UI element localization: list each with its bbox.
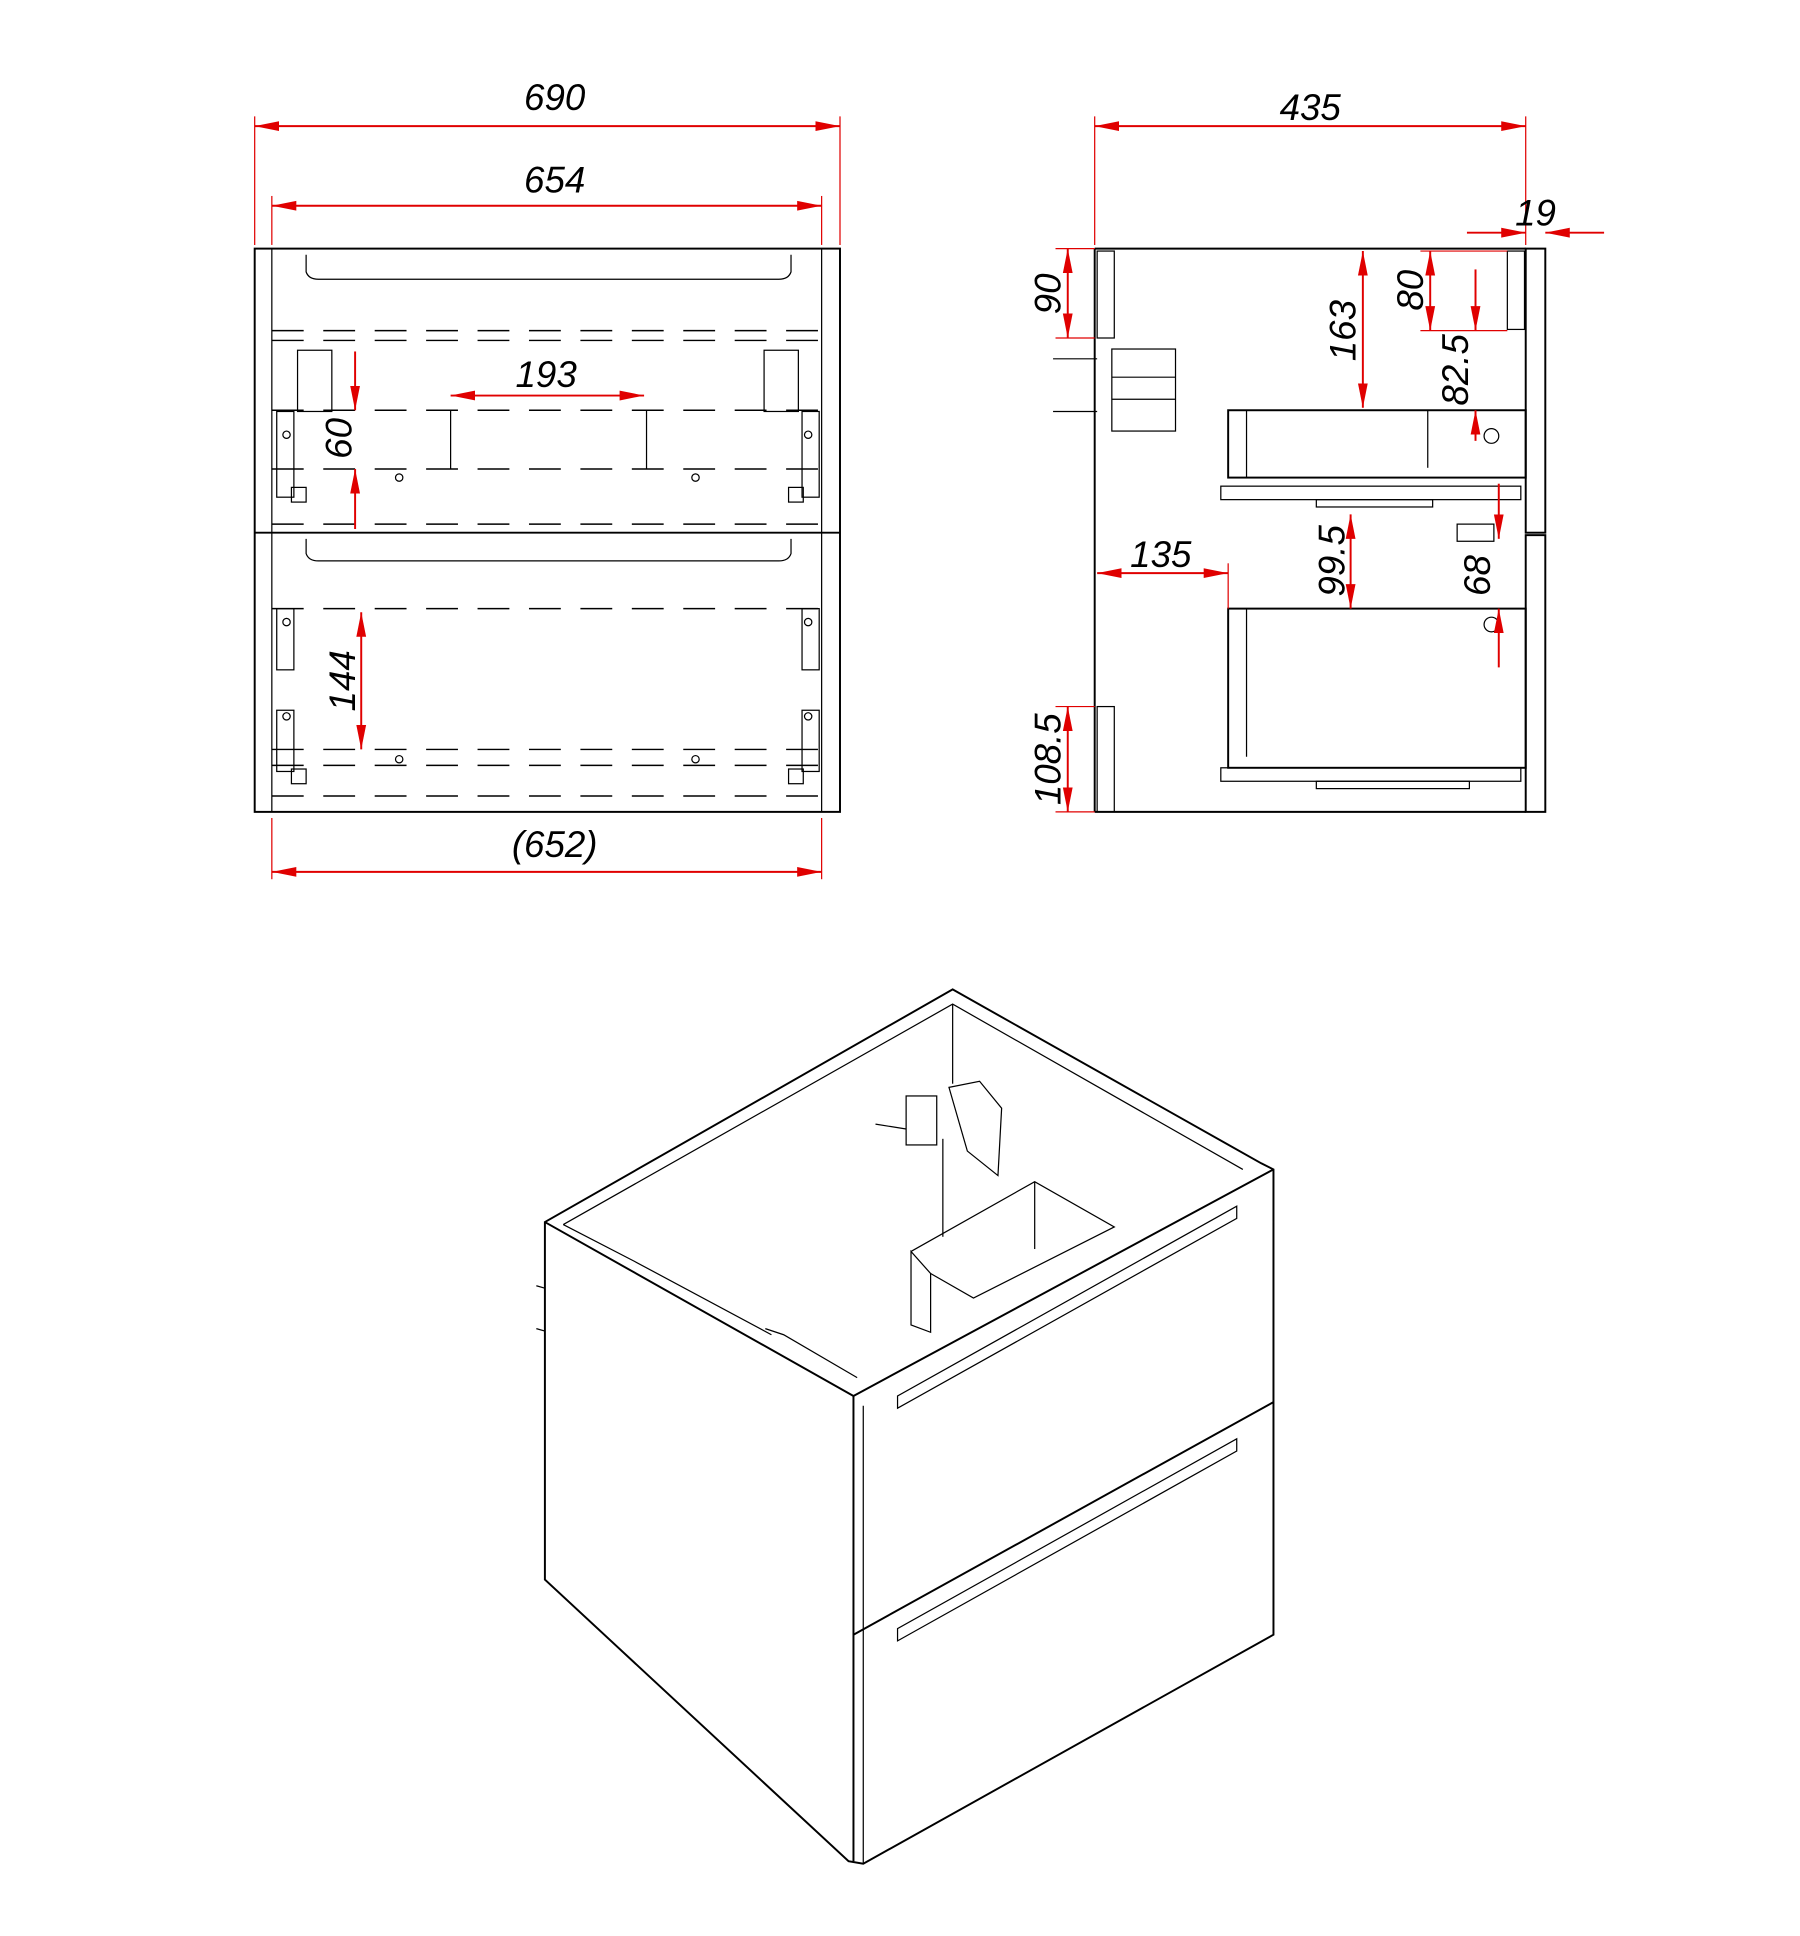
dim-hole-offset: 82.5 bbox=[1435, 334, 1476, 406]
dim-front-panel-thickness: 19 bbox=[1515, 192, 1556, 233]
side-view: 435 19 90 163 80 82.5 99.5 68 135 108.5 bbox=[1027, 87, 1605, 813]
dim-top-bracket-height: 60 bbox=[318, 417, 359, 458]
dim-top-gap: 80 bbox=[1390, 269, 1431, 310]
dim-lower-bracket-height: 144 bbox=[322, 650, 363, 711]
dim-depth: 435 bbox=[1280, 87, 1342, 128]
isometric-view bbox=[536, 988, 1275, 1865]
dim-drawer-setback: 135 bbox=[1130, 534, 1192, 575]
dim-inner-width: 654 bbox=[524, 159, 585, 200]
dim-bottom-rail-height: 108.5 bbox=[1027, 713, 1068, 805]
dim-overall-width: 690 bbox=[524, 77, 586, 118]
front-view: 690 654 (652) 193 60 144 bbox=[253, 77, 841, 880]
dim-bracket-spacing: 193 bbox=[515, 354, 577, 395]
dim-top-rail-height: 90 bbox=[1027, 273, 1068, 314]
dim-drawer-gap: 99.5 bbox=[1311, 525, 1352, 597]
dim-bottom-width: (652) bbox=[512, 824, 598, 865]
dim-lower-hole-offset: 68 bbox=[1457, 555, 1498, 596]
dim-top-to-drawer: 163 bbox=[1323, 299, 1364, 361]
